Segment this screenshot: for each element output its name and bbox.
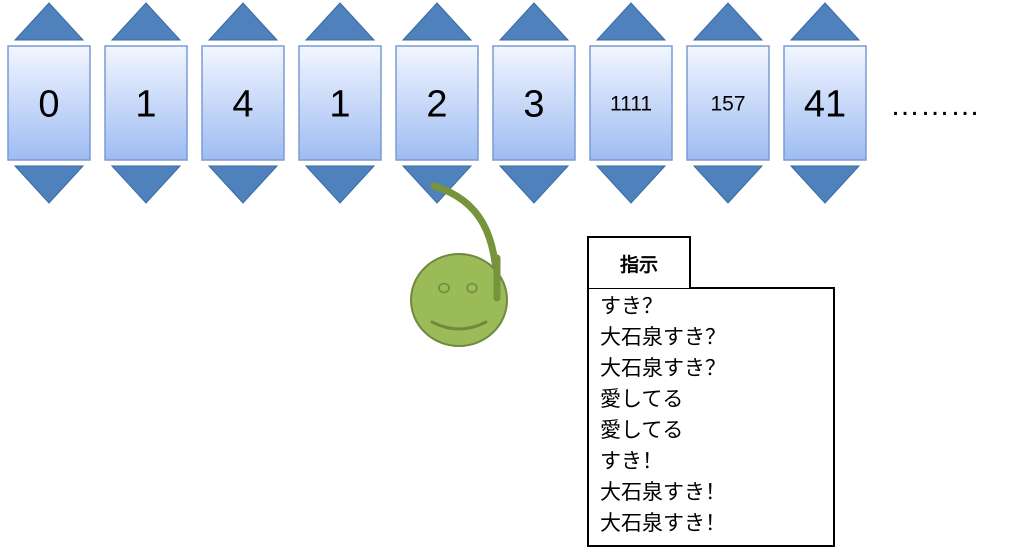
- decrement-arrow-icon[interactable]: [789, 165, 861, 204]
- decrement-arrow-icon[interactable]: [13, 165, 85, 204]
- tape-cell-value: 2: [426, 84, 447, 126]
- tape-cell-value: 4: [232, 84, 253, 126]
- increment-arrow-icon[interactable]: [13, 2, 85, 41]
- tape-cell-value: 157: [710, 93, 745, 116]
- tape-cell-box: [7, 45, 91, 161]
- decrement-arrow-icon[interactable]: [110, 165, 182, 204]
- tape-cell-box: [298, 45, 382, 161]
- instruction-line: すき？: [600, 294, 663, 318]
- tape-cell-value: 3: [523, 84, 544, 126]
- tape-cell: 0: [7, 2, 91, 204]
- increment-arrow-icon[interactable]: [110, 2, 182, 41]
- tape-cell-value: 0: [38, 84, 59, 126]
- instructions-box: すき？ 大石泉すき？ 大石泉すき？ 愛してる 愛してる すき！ 大石泉すき！ 大…: [587, 287, 835, 547]
- decrement-arrow-icon[interactable]: [595, 165, 667, 204]
- tape-cell-box: [492, 45, 576, 161]
- decrement-arrow-icon[interactable]: [692, 165, 764, 204]
- instructions-title: 指示: [619, 253, 658, 276]
- increment-arrow-icon[interactable]: [401, 2, 473, 41]
- tape-cell-box: [589, 45, 673, 161]
- instruction-line: 愛してる: [600, 418, 684, 442]
- instruction-line: すき！: [600, 449, 663, 473]
- increment-arrow-icon[interactable]: [304, 2, 376, 41]
- tape-cell-box: [395, 45, 479, 161]
- decrement-arrow-icon[interactable]: [207, 165, 279, 204]
- smiley-face-icon: [410, 253, 508, 347]
- tape-cell: 1: [104, 2, 188, 204]
- tape-cell: 1: [298, 2, 382, 204]
- tape-cell-box: [201, 45, 285, 161]
- tape-cell: 2: [395, 2, 479, 204]
- decrement-arrow-icon[interactable]: [498, 165, 570, 204]
- tape-cell: 1111: [589, 2, 673, 204]
- tape-cell: 41: [783, 2, 867, 204]
- instruction-line: 大石泉すき？: [600, 325, 726, 349]
- smiley-eye-left: [438, 282, 450, 294]
- machine-head: [410, 182, 508, 347]
- tape-cell: 4: [201, 2, 285, 204]
- increment-arrow-icon[interactable]: [498, 2, 570, 41]
- instruction-line: 大石泉すき！: [600, 511, 726, 535]
- increment-arrow-icon[interactable]: [595, 2, 667, 41]
- tape-cell-value: 1: [135, 84, 156, 126]
- increment-arrow-icon[interactable]: [789, 2, 861, 41]
- tape-cell-box: [104, 45, 188, 161]
- increment-arrow-icon[interactable]: [207, 2, 279, 41]
- smiley-mouth: [430, 320, 488, 331]
- tape-ellipsis: ………: [890, 89, 980, 122]
- tape-cell-box: [783, 45, 867, 161]
- instructions-tab: 指示: [587, 236, 691, 288]
- instruction-line: 愛してる: [600, 387, 684, 411]
- instruction-line: 大石泉すき！: [600, 480, 726, 504]
- tape-cell-value: 1: [329, 84, 350, 126]
- instruction-line: 大石泉すき？: [600, 356, 726, 380]
- tape-cell: 3: [492, 2, 576, 204]
- decrement-arrow-icon[interactable]: [304, 165, 376, 204]
- tape-cell-box: [686, 45, 770, 161]
- increment-arrow-icon[interactable]: [692, 2, 764, 41]
- tape-cell: 157: [686, 2, 770, 204]
- tape-cell-value: 41: [804, 84, 846, 126]
- tape-cell-value: 1111: [610, 93, 652, 116]
- smiley-eye-right: [466, 282, 478, 294]
